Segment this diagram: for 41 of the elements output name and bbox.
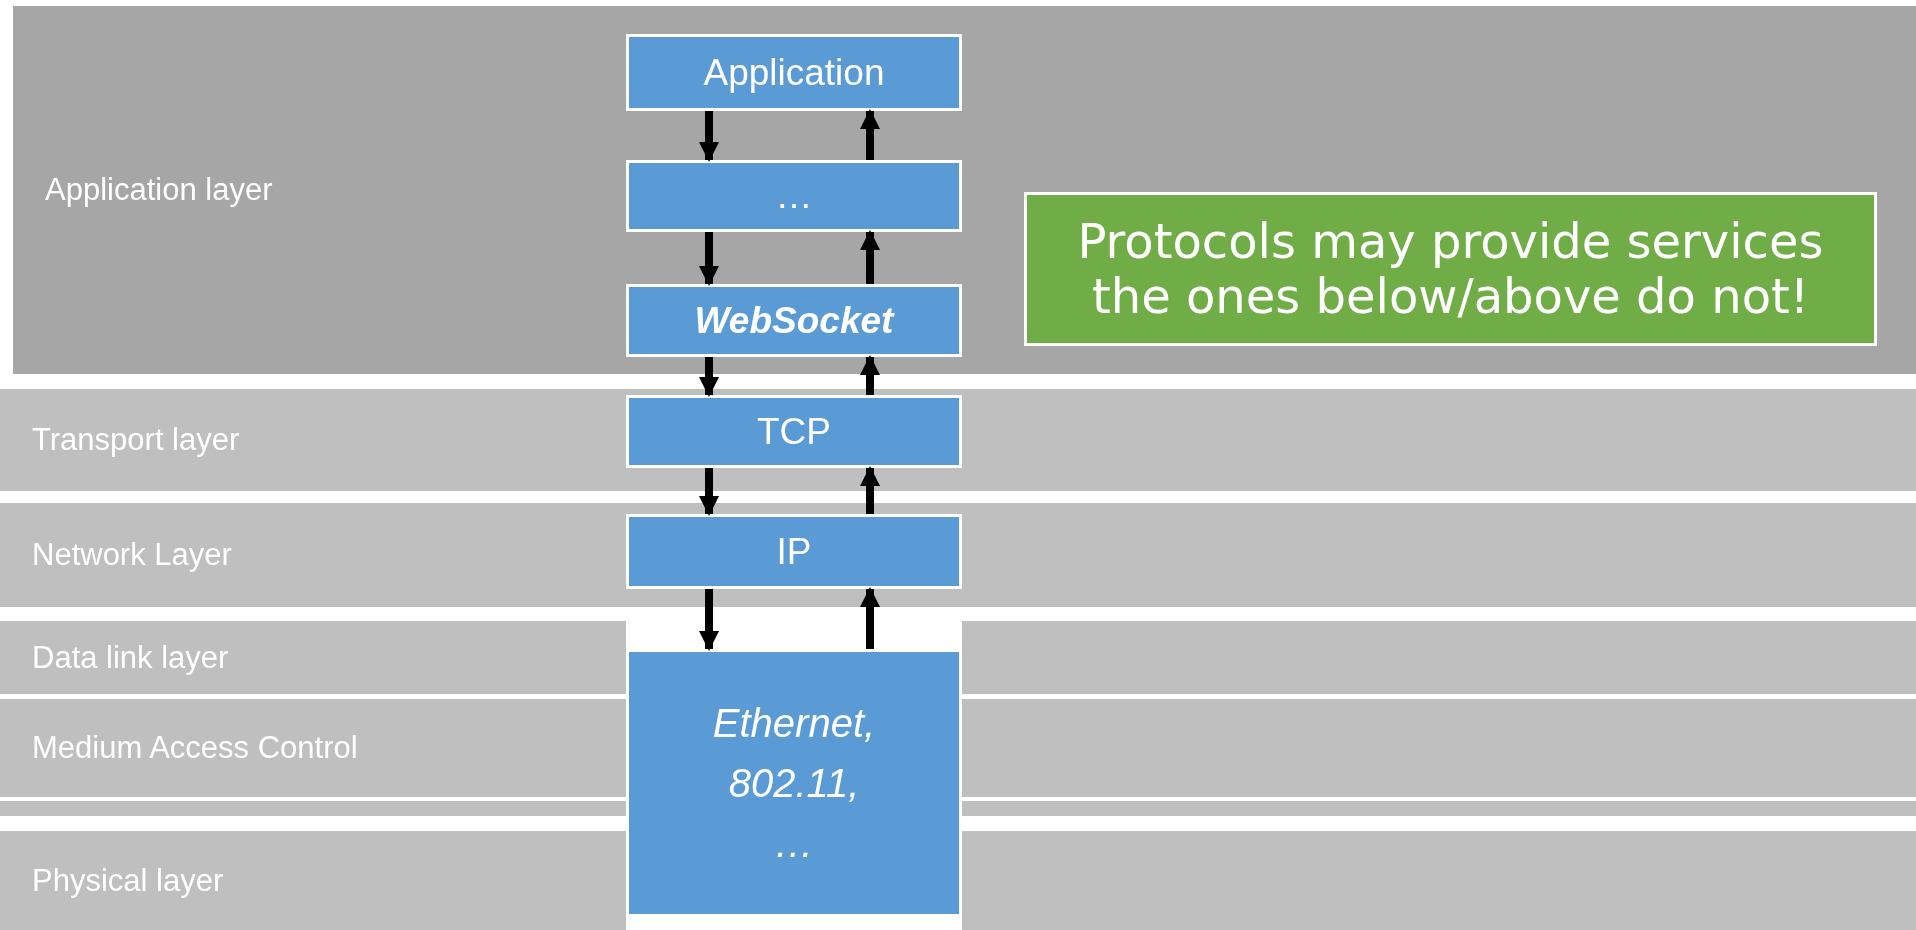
layer-band [0,621,626,694]
protocol-box [626,284,962,357]
layer-band [0,503,1916,607]
layer-label: Network Layer [32,537,232,573]
callout-box [1024,192,1877,346]
arrow [860,587,880,649]
layer-band [962,699,1916,797]
layer-band [962,801,1916,816]
protocol-box [626,649,962,917]
arrow [699,357,719,397]
arrow [699,589,719,651]
protocol-box [626,514,962,589]
arrow [860,355,880,395]
layer-label: Transport layer [32,422,240,458]
protocol-label: IP [776,529,812,574]
arrow [699,232,719,286]
layer-band [962,831,1916,930]
layer-band [0,831,626,930]
layer-label: Medium Access Control [32,730,358,766]
layer-band [962,621,1916,694]
layer-band [13,6,1916,374]
layer-label: Data link layer [32,639,229,676]
protocol-label: WebSocket [694,298,894,343]
protocol-label: … [775,174,813,219]
callout-text: Protocols may provide services the ones below/above do not! [1076,213,1825,325]
protocol-box [626,160,962,232]
arrow [699,111,719,162]
arrow [860,109,880,160]
protocol-box [626,34,962,111]
layer-band [0,801,626,816]
layer-label: Physical layer [32,862,224,899]
layer-label: Application layer [45,172,273,208]
arrow [860,230,880,284]
protocol-box [626,395,962,468]
protocol-label: Ethernet, 802.11, … [711,700,877,867]
layer-band [0,389,1916,491]
protocol-label: TCP [757,409,831,454]
layer-band [0,699,626,797]
protocol-label: Application [703,50,885,95]
arrow [860,466,880,514]
arrow [699,468,719,516]
